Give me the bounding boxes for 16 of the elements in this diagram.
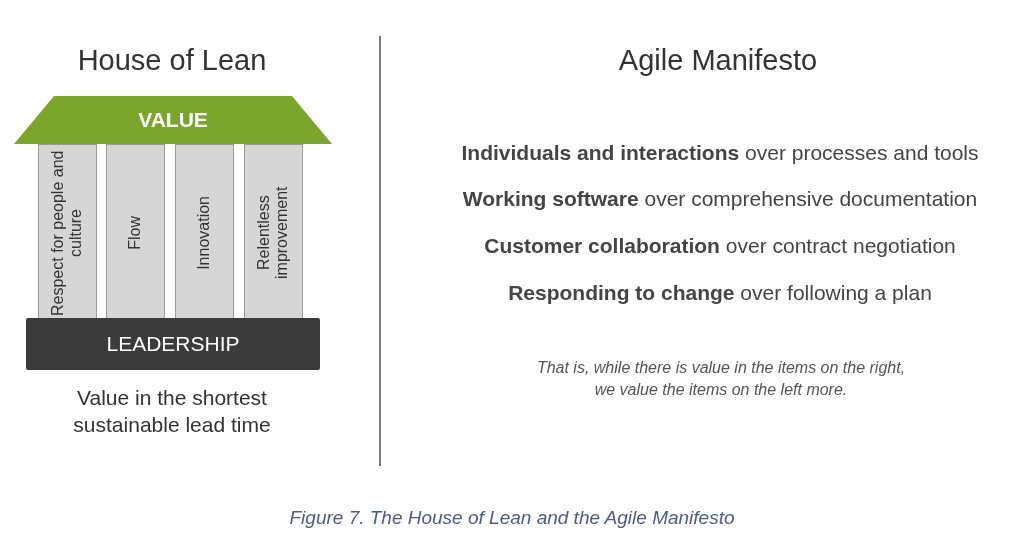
- section-heading: Agile Manifesto: [618, 44, 818, 77]
- roof-label: VALUE: [138, 108, 208, 132]
- house-caption: Value in the shortest sustainable lead time: [72, 385, 272, 439]
- manifesto-value: Responding to change over following a plan: [508, 281, 932, 305]
- pillar-label: Flow: [126, 216, 145, 250]
- manifesto-value: Working software over comprehensive documentation: [462, 187, 978, 211]
- pillar-label: Respect for people and culture: [49, 149, 86, 317]
- pillar-label: Relentless improvement: [255, 185, 292, 282]
- foundation-label: LEADERSHIP: [106, 332, 240, 356]
- pillar-label: Innovation: [195, 196, 214, 270]
- manifesto-note: That is, while there is value in the items on the right, we value the items on the left more.: [535, 358, 907, 400]
- figure-caption: Figure 7. The House of Lean and the Agile Manifesto: [289, 507, 735, 529]
- foundation-bar: [26, 318, 320, 370]
- manifesto-value: Individuals and interactions over processes and tools: [461, 141, 979, 165]
- manifesto-value: Customer collaboration over contract negotiation: [484, 234, 956, 258]
- section-heading: House of Lean: [77, 44, 267, 77]
